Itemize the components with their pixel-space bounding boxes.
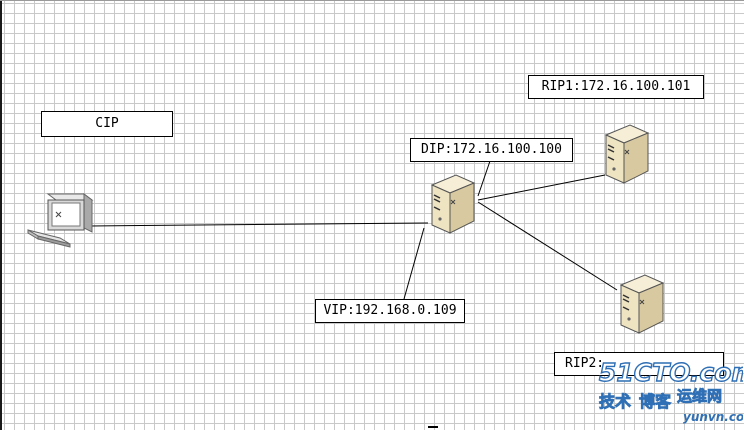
cip-label[interactable]: CIP <box>41 111 173 137</box>
server-icon[interactable] <box>615 273 667 337</box>
connector-dip-label <box>477 160 491 197</box>
vip-label[interactable]: VIP:192.168.0.109 <box>315 299 465 323</box>
edge-director-rip1[interactable] <box>477 174 606 201</box>
watermark-logo: 51CTO.com 技术 博客 运维网 yunvn.com <box>598 357 743 424</box>
text-cursor-mark <box>428 426 438 428</box>
watermark-ops: 运维网 <box>677 387 722 405</box>
canvas-left-border <box>0 0 2 430</box>
watermark-tech: 技术 <box>599 392 631 411</box>
edge-client-director[interactable] <box>89 222 429 227</box>
rip1-label[interactable]: RIP1:172.16.100.101 <box>528 75 704 99</box>
rip2-label[interactable]: RIP2: <box>554 352 724 376</box>
connector-vip-label <box>403 227 425 300</box>
watermark-blog: 博客 <box>639 392 672 411</box>
server-icon[interactable] <box>600 123 652 187</box>
canvas-top-border <box>0 0 744 1</box>
edge-director-rip2[interactable] <box>477 201 618 291</box>
server-icon[interactable] <box>426 173 478 237</box>
dip-label[interactable]: DIP:172.16.100.100 <box>410 138 573 162</box>
desktop-computer-icon[interactable] <box>26 188 96 250</box>
watermark-brand: 51CTO.com <box>599 358 743 387</box>
watermark-domain: yunvn.com <box>683 410 743 424</box>
